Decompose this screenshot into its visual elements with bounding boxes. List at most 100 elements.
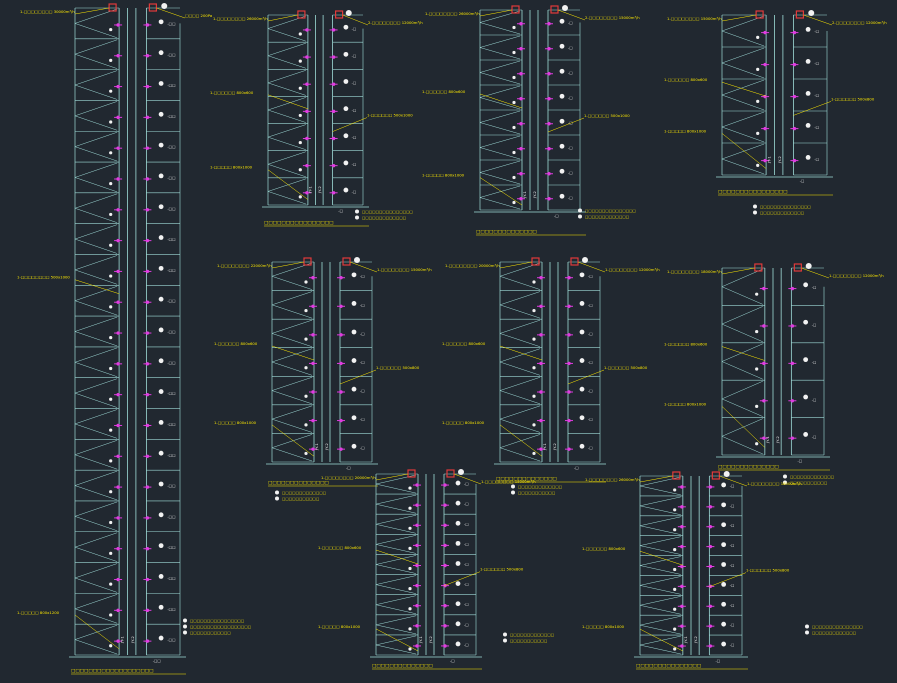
stair-flight: [267, 97, 306, 111]
floor-marker: [756, 99, 760, 103]
floor-marker: [803, 319, 809, 325]
floor-marker: [803, 432, 809, 437]
fan-label: 1-□□□□□□□□ 26000m³/h: [213, 16, 268, 21]
floor-tag: -□: [588, 360, 593, 364]
floor-marker: [721, 542, 727, 548]
floor-marker: [805, 123, 811, 128]
floor-tag: -□□: [167, 422, 175, 426]
fan-label: 1-□□□□□□□□ 20000m³/h: [321, 475, 376, 480]
stair-flight: [267, 109, 306, 123]
roof-fan: [297, 10, 306, 19]
leader-line: [339, 369, 377, 385]
shaft-label: JY-1: [765, 436, 770, 444]
floor-marker: [158, 50, 164, 56]
floor-tag: -□: [360, 275, 365, 279]
floor-marker: [512, 50, 516, 55]
stair-flight: [74, 101, 118, 117]
floor-marker: [158, 111, 164, 117]
riser-diagram-g: -□-□-□-□-□1-□□□□□□□□ 18000m³/h1-□□□□□□□□…: [664, 263, 884, 485]
leader-line: [375, 549, 419, 565]
floor-tag: -□: [568, 196, 573, 200]
stair-flight: [74, 639, 118, 655]
leader-line: [443, 571, 481, 586]
shaft-label: JY-1: [308, 186, 313, 194]
floor-marker: [755, 292, 759, 296]
floor-tag: -□: [360, 303, 365, 307]
stair-flight: [479, 122, 521, 135]
stair-flight: [74, 485, 118, 501]
riser-diagram-f: -□-□-□-□-□-□-□1-□□□□□□□□ 20000m³/h1-□□□□…: [442, 257, 660, 495]
note-text: □□□□□□□□□□□□□: [362, 216, 406, 220]
floor-marker: [756, 67, 760, 71]
floor-tag: -□: [352, 108, 357, 112]
floor-marker: [298, 195, 302, 199]
floor-marker: [109, 644, 113, 648]
riser-diagram-b: -□-□-□-□-□-□-□1-□□□□□□□□ 26000m³/h2-□□□□…: [210, 10, 423, 227]
note-text: □□□□□□□□□□□□□□□: [362, 210, 413, 214]
ground-tag: -□: [800, 179, 805, 183]
stair-flight: [479, 47, 521, 60]
floor-tag: -□□: [167, 515, 175, 519]
floor-marker: [455, 540, 461, 546]
stair-flight: [639, 644, 681, 655]
stair-flight: [74, 608, 118, 624]
note-text: □□□□□□□□□□□□□: [790, 475, 834, 479]
ground-tag: -□: [797, 459, 802, 463]
shaft-label: JY-2: [775, 436, 780, 444]
floor-tag: -□: [814, 126, 819, 130]
note-text: □□□□□□□□□□□□□: [510, 633, 554, 637]
floor-marker: [721, 621, 727, 627]
floor-tag: -□: [730, 563, 735, 567]
floor-marker: [109, 151, 113, 155]
floor-marker: [532, 337, 536, 341]
shaft-label: JY-2: [130, 636, 135, 644]
note-bullet: [578, 214, 582, 219]
stair-flight: [721, 30, 765, 47]
floor-tag: -□: [464, 502, 469, 506]
stair-flight: [267, 151, 306, 165]
floor-marker: [532, 308, 536, 313]
floor-tag: -□□: [167, 299, 175, 303]
floor-marker: [755, 367, 759, 371]
floor-marker: [158, 327, 164, 333]
floor-marker: [673, 528, 677, 532]
ground-tag: -□: [715, 659, 720, 663]
leader-line: [639, 550, 683, 566]
stair-flight: [74, 162, 118, 178]
floor-tag: -□□: [167, 207, 175, 211]
inlet-label: 1-□□□□□ 800x1200: [17, 610, 60, 615]
note-text: □□□□□□□□□□□□□□□□: [190, 619, 244, 623]
floor-marker: [756, 35, 760, 40]
stair-flight: [74, 23, 118, 39]
floor-marker: [455, 520, 461, 526]
leader-line: [639, 475, 673, 483]
roof-fan: [446, 469, 455, 478]
floor-marker: [721, 601, 727, 607]
floor-tag: -□: [568, 96, 573, 100]
floor-marker: [408, 486, 412, 490]
stair-flight: [271, 304, 313, 319]
roof-marker: [458, 469, 464, 475]
floor-marker: [579, 386, 585, 392]
stair-flight: [499, 348, 541, 363]
note-bullet: [805, 624, 809, 629]
stair-flight: [721, 361, 763, 380]
floor-marker: [158, 235, 164, 240]
stair-flight: [639, 576, 681, 586]
diagram-title: □□□□□□□□□□□□□□: [718, 465, 779, 470]
stair-flight: [479, 185, 521, 198]
diagram-title: □□□□□□□□□□□□□□: [496, 477, 557, 482]
duct-label: 1-□□□□□□ 500x800: [604, 365, 648, 370]
stair-flight: [74, 238, 118, 254]
leader-line: [156, 7, 186, 19]
stair-flight: [267, 178, 306, 192]
floor-marker: [805, 27, 811, 32]
duct-label: 1-□□□□□□ 800x600: [210, 90, 254, 95]
shaft-label: JY-2: [777, 156, 782, 164]
floor-marker: [351, 386, 357, 392]
roof-fan: [335, 10, 344, 19]
shaft-label: JY-1: [766, 156, 771, 164]
floor-marker: [512, 200, 516, 205]
